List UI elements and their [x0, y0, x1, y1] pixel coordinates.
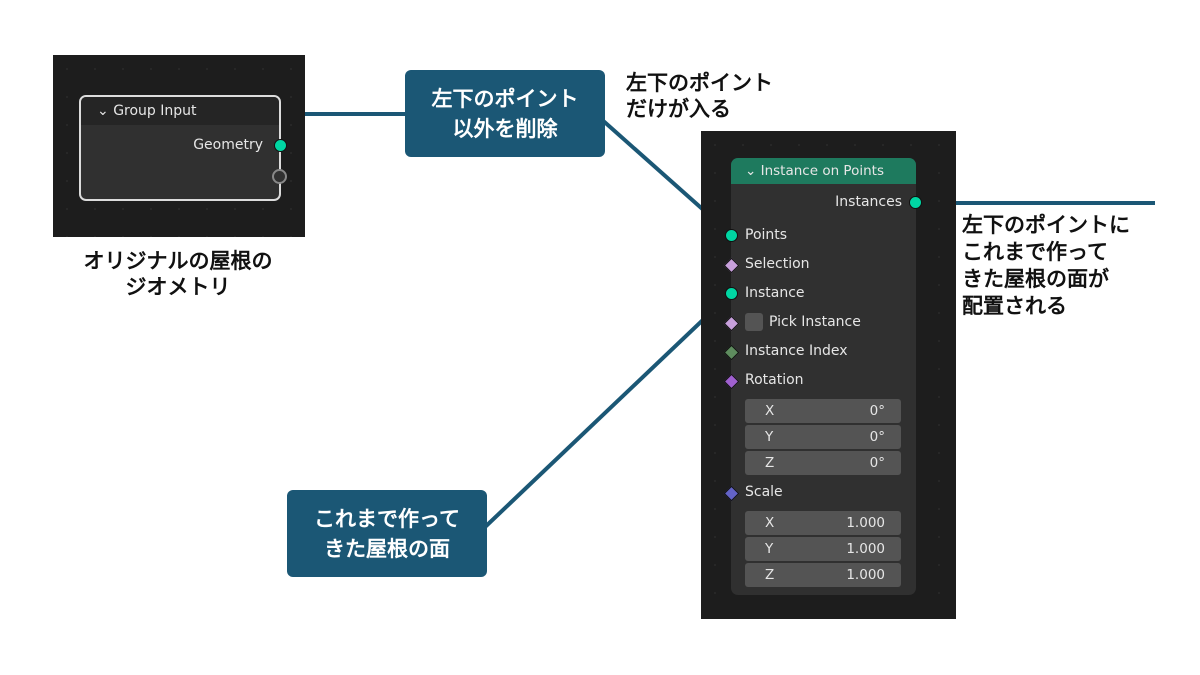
axis-label: X	[765, 515, 775, 531]
geometry-socket[interactable]	[274, 139, 287, 152]
caption-line: オリジナルの屋根の	[83, 249, 273, 273]
selection-socket[interactable]	[723, 257, 740, 274]
note-line: きた屋根の面が	[962, 267, 1109, 291]
field-value: 0°	[869, 455, 885, 471]
chevron-down-icon[interactable]: ⌄	[745, 163, 757, 179]
scale-z-field[interactable]: Z 1.000	[745, 563, 901, 587]
points-socket[interactable]	[725, 229, 738, 242]
instance-on-points-node[interactable]: ⌄ Instance on Points Instances Points Se…	[723, 158, 922, 595]
field-value: 1.000	[846, 567, 885, 583]
pick-instance-label: Pick Instance	[769, 314, 861, 330]
group-input-panel: ⌄ Group Input Geometry	[53, 55, 305, 237]
note-line: 左下のポイント	[626, 71, 773, 95]
callout-faces: これまで作って きた屋根の面	[287, 490, 487, 577]
selection-label: Selection	[745, 256, 810, 272]
pick-instance-checkbox[interactable]	[745, 313, 763, 331]
caption-line: ジオメトリ	[125, 275, 231, 299]
axis-label: Z	[765, 455, 775, 471]
instance-index-socket[interactable]	[723, 344, 740, 361]
field-value: 1.000	[846, 515, 885, 531]
scale-x-field[interactable]: X 1.000	[745, 511, 901, 535]
scale-socket[interactable]	[723, 485, 740, 502]
output-label: Geometry	[193, 137, 263, 153]
rotation-socket[interactable]	[723, 373, 740, 390]
note-line: 配置される	[962, 294, 1067, 318]
points-label: Points	[745, 227, 788, 243]
field-value: 0°	[869, 403, 885, 419]
callout-line: 以外を削除	[452, 116, 558, 141]
axis-label: Y	[765, 541, 774, 557]
scale-y-field[interactable]: Y 1.000	[745, 537, 901, 561]
instances-label: Instances	[835, 194, 902, 210]
link-instance-to-callout	[482, 296, 728, 530]
instance-socket[interactable]	[725, 287, 738, 300]
pick-instance-socket[interactable]	[723, 315, 740, 332]
axis-label: X	[765, 403, 775, 419]
note-line: これまで作って	[962, 240, 1108, 264]
note-line: 左下のポイントに	[962, 213, 1130, 237]
rotation-x-field[interactable]: X 0°	[745, 399, 901, 423]
instance-label: Instance	[745, 285, 805, 301]
note-line: だけが入る	[626, 97, 731, 121]
field-value: 0°	[869, 429, 885, 445]
node-title: Group Input	[113, 103, 197, 119]
chevron-down-icon[interactable]: ⌄	[97, 103, 109, 119]
scale-label: Scale	[745, 484, 783, 500]
axis-label: Y	[765, 429, 774, 445]
callout-line: きた屋根の面	[324, 536, 450, 561]
rotation-y-field[interactable]: Y 0°	[745, 425, 901, 449]
instances-socket[interactable]	[909, 196, 922, 209]
callout-line: これまで作って	[314, 506, 460, 531]
node-title: Instance on Points	[760, 163, 884, 179]
callout-line: 左下のポイント	[431, 86, 579, 111]
rotation-label: Rotation	[745, 372, 804, 388]
instance-panel: ⌄ Instance on Points Instances Points Se…	[701, 131, 956, 619]
group-input-node[interactable]: ⌄ Group Input Geometry	[79, 95, 287, 201]
axis-label: Z	[765, 567, 775, 583]
instance-index-label: Instance Index	[745, 343, 848, 359]
callout-delete: 左下のポイント 以外を削除	[405, 70, 605, 157]
field-value: 1.000	[846, 541, 885, 557]
rotation-z-field[interactable]: Z 0°	[745, 451, 901, 475]
empty-socket[interactable]	[272, 169, 287, 184]
